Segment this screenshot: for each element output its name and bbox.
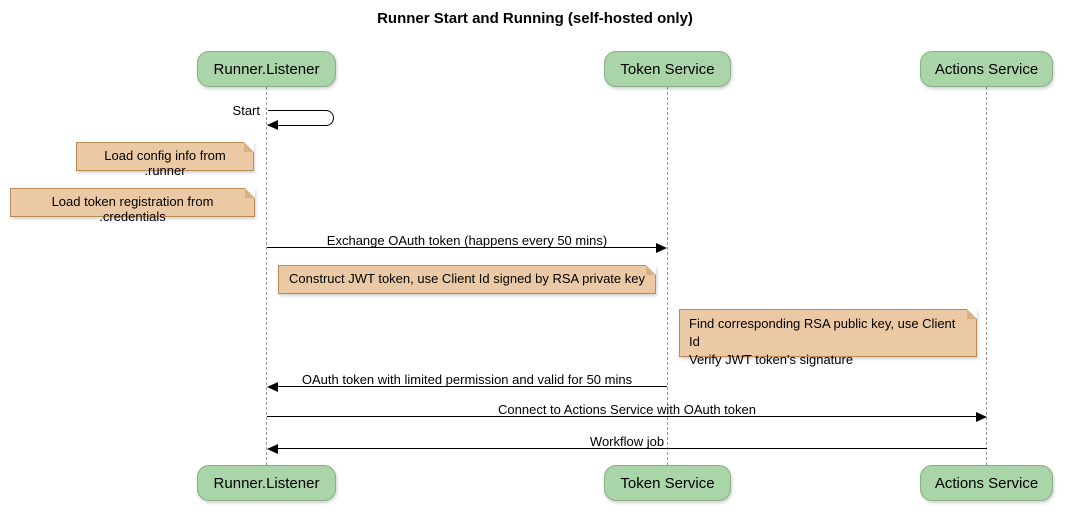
arrowhead-left-icon (267, 120, 278, 130)
lifeline-runner-listener (266, 87, 267, 465)
message-line-connect (267, 416, 979, 417)
lifeline-actions-service (986, 87, 987, 465)
participant-top-token-service: Token Service (604, 51, 731, 87)
message-label-start: Start (232, 103, 260, 118)
note-load-config: Load config info from .runner (76, 142, 254, 178)
arrowhead-right-icon (656, 243, 667, 253)
participant-bottom-actions-service: Actions Service (920, 465, 1053, 501)
lifeline-token-service (667, 87, 668, 465)
participant-bottom-token-service: Token Service (604, 465, 731, 501)
participant-top-actions-service: Actions Service (920, 51, 1053, 87)
message-line-oauth-return (275, 386, 667, 387)
note-load-credentials: Load token registration from .credential… (10, 188, 255, 224)
message-label-oauth-return: OAuth token with limited permission and … (301, 372, 633, 387)
participant-bottom-runner-listener: Runner.Listener (197, 465, 336, 501)
arrowhead-left-icon (267, 444, 278, 454)
note-verify-jwt: Find corresponding RSA public key, use C… (679, 309, 977, 367)
arrowhead-right-icon (976, 412, 987, 422)
self-message-loop-icon (268, 110, 334, 126)
arrowhead-left-icon (267, 382, 278, 392)
note-verify-line-1: Find corresponding RSA public key, use C… (689, 316, 956, 349)
message-label-connect: Connect to Actions Service with OAuth to… (498, 402, 756, 417)
diagram-title: Runner Start and Running (self-hosted on… (377, 10, 693, 27)
note-verify-line-2: Verify JWT token's signature (689, 352, 854, 367)
note-construct-jwt: Construct JWT token, use Client Id signe… (278, 265, 656, 294)
message-label-workflow: Workflow job (589, 434, 665, 449)
message-line-exchange (267, 247, 659, 248)
message-line-workflow (275, 448, 987, 449)
message-label-exchange: Exchange OAuth token (happens every 50 m… (326, 233, 608, 248)
participant-top-runner-listener: Runner.Listener (197, 51, 336, 87)
